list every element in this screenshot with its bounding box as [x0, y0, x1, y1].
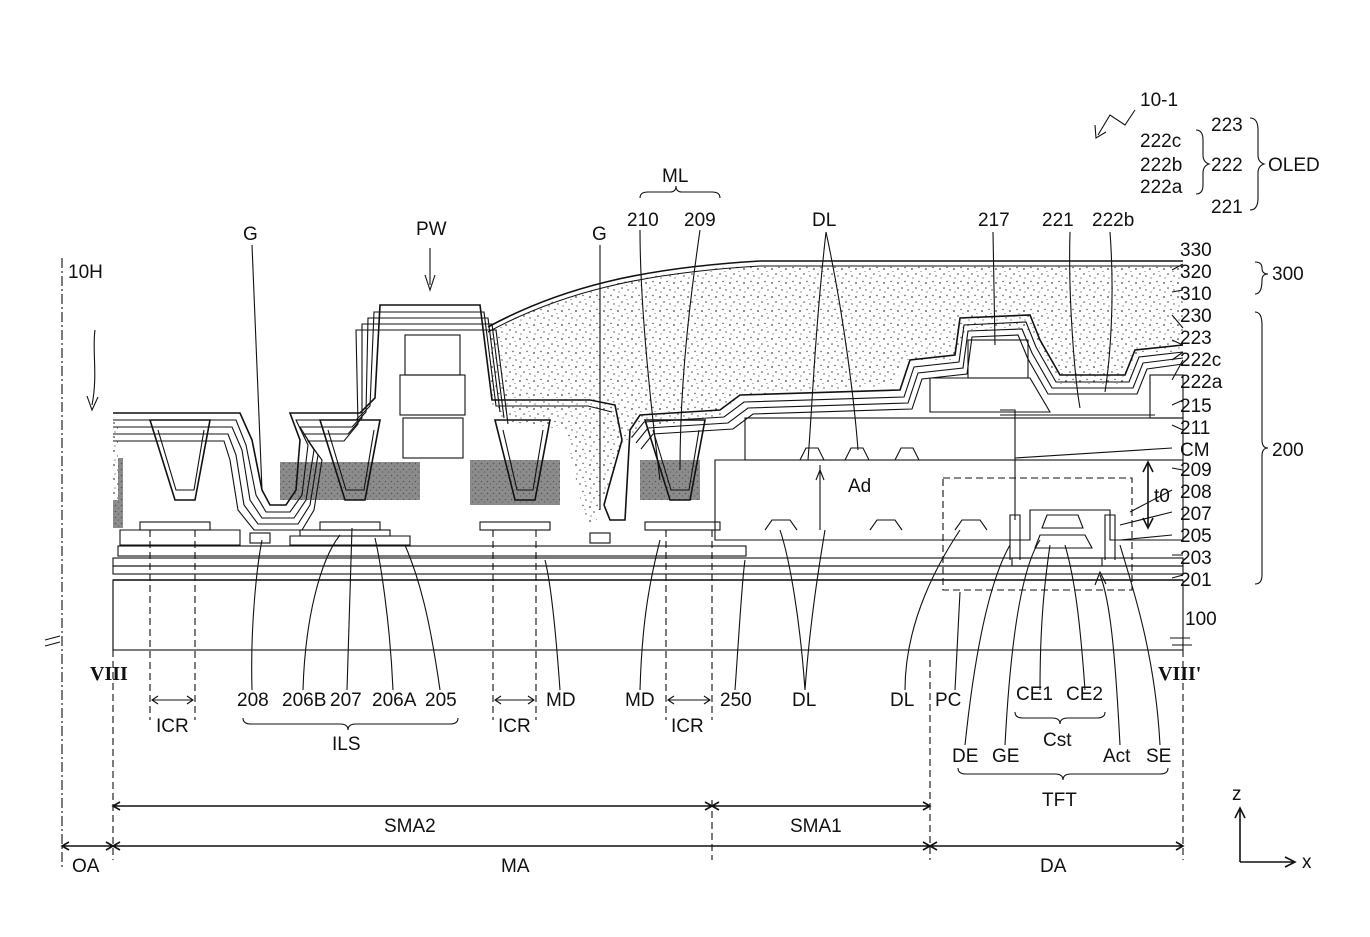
label-icr-3: ICR	[671, 716, 704, 737]
hole-boundary	[45, 258, 98, 870]
stack-222a: 222a	[1180, 372, 1223, 393]
layer-250	[118, 546, 746, 556]
bottom-ge: GE	[992, 746, 1019, 767]
bottom-de: DE	[952, 746, 978, 767]
stack-cm: CM	[1180, 440, 1210, 461]
region-sma2: SMA2	[384, 816, 436, 837]
stack-201: 201	[1180, 570, 1212, 591]
top-label-222b: 222b	[1092, 210, 1134, 231]
label-cst: Cst	[1043, 730, 1072, 751]
stack-209: 209	[1180, 460, 1212, 481]
bottom-pc: PC	[935, 690, 961, 711]
axes-icon	[1235, 808, 1295, 867]
bottom-md-1: MD	[546, 690, 576, 711]
bottom-dl-1: DL	[792, 690, 816, 711]
stack-310: 310	[1180, 284, 1212, 305]
stack-211: 211	[1180, 418, 1210, 439]
bottom-ce2: CE2	[1066, 684, 1103, 705]
label-10h: 10H	[68, 262, 103, 283]
bottom-dl-2: DL	[890, 690, 914, 711]
figure-ref-label: 10-1	[1140, 90, 1178, 111]
label-ad: Ad	[848, 476, 871, 497]
group-300: 300	[1272, 264, 1304, 285]
region-da: DA	[1040, 856, 1067, 877]
region-dimensions	[62, 802, 1183, 850]
stack-205: 205	[1180, 526, 1212, 547]
bottom-207: 207	[330, 690, 362, 711]
label-100: 100	[1185, 609, 1217, 630]
axis-z-label: z	[1232, 784, 1242, 805]
top-label-221: 221	[1042, 210, 1074, 231]
bottom-250: 250	[720, 690, 752, 711]
legend-221: 221	[1211, 197, 1243, 218]
legend-223: 223	[1211, 115, 1243, 136]
label-t0: t0	[1154, 486, 1170, 507]
bottom-205: 205	[425, 690, 457, 711]
label-g-left: G	[243, 224, 258, 245]
top-label-210: 210	[627, 210, 659, 231]
top-label-209: 209	[684, 210, 716, 231]
label-tft: TFT	[1042, 790, 1077, 811]
bottom-206b: 206B	[282, 690, 326, 711]
metal-patterns	[120, 522, 720, 545]
label-g-right: G	[592, 224, 607, 245]
section-left: VIII	[90, 663, 128, 685]
stack-208: 208	[1180, 482, 1212, 503]
label-icr-2: ICR	[498, 716, 531, 737]
legend-222a: 222a	[1140, 177, 1183, 198]
bottom-206a: 206A	[372, 690, 417, 711]
tft-region	[943, 410, 1155, 590]
region-oa: OA	[72, 856, 100, 877]
stack-203: 203	[1180, 548, 1212, 569]
top-label-217: 217	[978, 210, 1010, 231]
stack-222c: 222c	[1180, 350, 1221, 371]
label-ils: ILS	[332, 734, 361, 755]
stack-223: 223	[1180, 328, 1212, 349]
label-pw: PW	[416, 219, 447, 240]
section-right: VIII'	[1158, 663, 1201, 685]
planarization-layer-209	[113, 458, 1183, 540]
group-200: 200	[1272, 440, 1304, 461]
bottom-act: Act	[1103, 746, 1131, 767]
bottom-se: SE	[1146, 746, 1171, 767]
label-icr-1: ICR	[156, 716, 189, 737]
stack-320: 320	[1180, 262, 1212, 283]
ref-arrow	[1095, 110, 1135, 138]
bottom-md-2: MD	[625, 690, 655, 711]
stack-207: 207	[1180, 504, 1212, 525]
label-dl-top: DL	[812, 210, 836, 231]
axis-x-label: x	[1302, 852, 1312, 873]
stack-230: 230	[1180, 306, 1212, 327]
legend-222: 222	[1211, 155, 1243, 176]
legend-222c: 222c	[1140, 131, 1181, 152]
region-ma: MA	[501, 856, 530, 877]
bottom-208: 208	[237, 690, 269, 711]
label-ml: ML	[662, 166, 688, 187]
legend-222b: 222b	[1140, 155, 1182, 176]
stack-330: 330	[1180, 240, 1212, 261]
region-sma1: SMA1	[790, 816, 842, 837]
legend-oled: OLED	[1268, 155, 1320, 176]
bottom-ce1: CE1	[1016, 684, 1053, 705]
stack-215: 215	[1180, 396, 1212, 417]
